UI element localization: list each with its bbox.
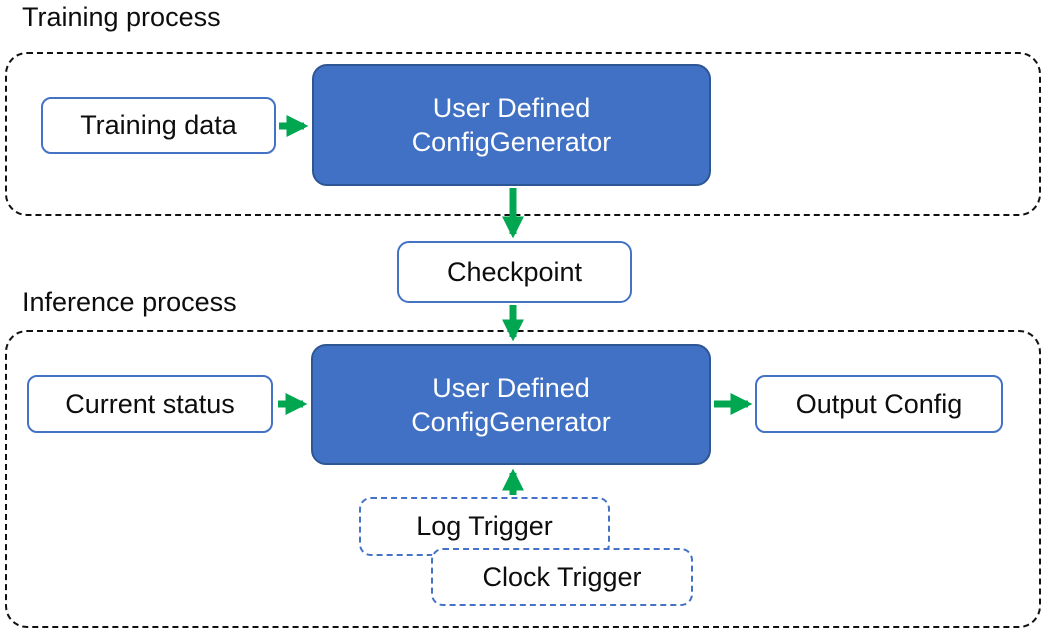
training-process-label: Training process: [22, 2, 221, 32]
output-config-node: Output Config: [755, 375, 1003, 433]
checkpoint-node: Checkpoint: [397, 241, 632, 303]
log-trigger-node: Log Trigger: [359, 497, 610, 556]
inference-config-generator-line1: User Defined: [432, 372, 590, 403]
clock-trigger-node: Clock Trigger: [431, 548, 693, 606]
training-config-generator-line2: ConfigGenerator: [411, 127, 612, 157]
training-config-generator-node: User Defined ConfigGenerator: [312, 64, 711, 186]
training-data-node: Training data: [41, 97, 276, 154]
inference-config-generator-line2: ConfigGenerator: [411, 406, 611, 437]
inference-process-label: Inference process: [22, 287, 237, 317]
training-process-container: [5, 52, 1041, 216]
training-config-generator-line1: User Defined: [432, 93, 591, 123]
inference-config-generator-node: User Defined ConfigGenerator: [311, 344, 711, 465]
current-status-node: Current status: [27, 375, 273, 433]
